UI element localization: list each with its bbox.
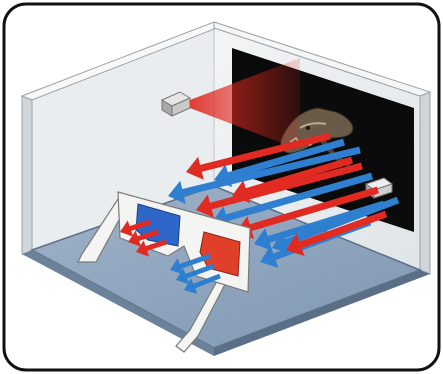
left-wall-front-edge [22, 96, 32, 258]
back-wall-edge [420, 92, 430, 274]
